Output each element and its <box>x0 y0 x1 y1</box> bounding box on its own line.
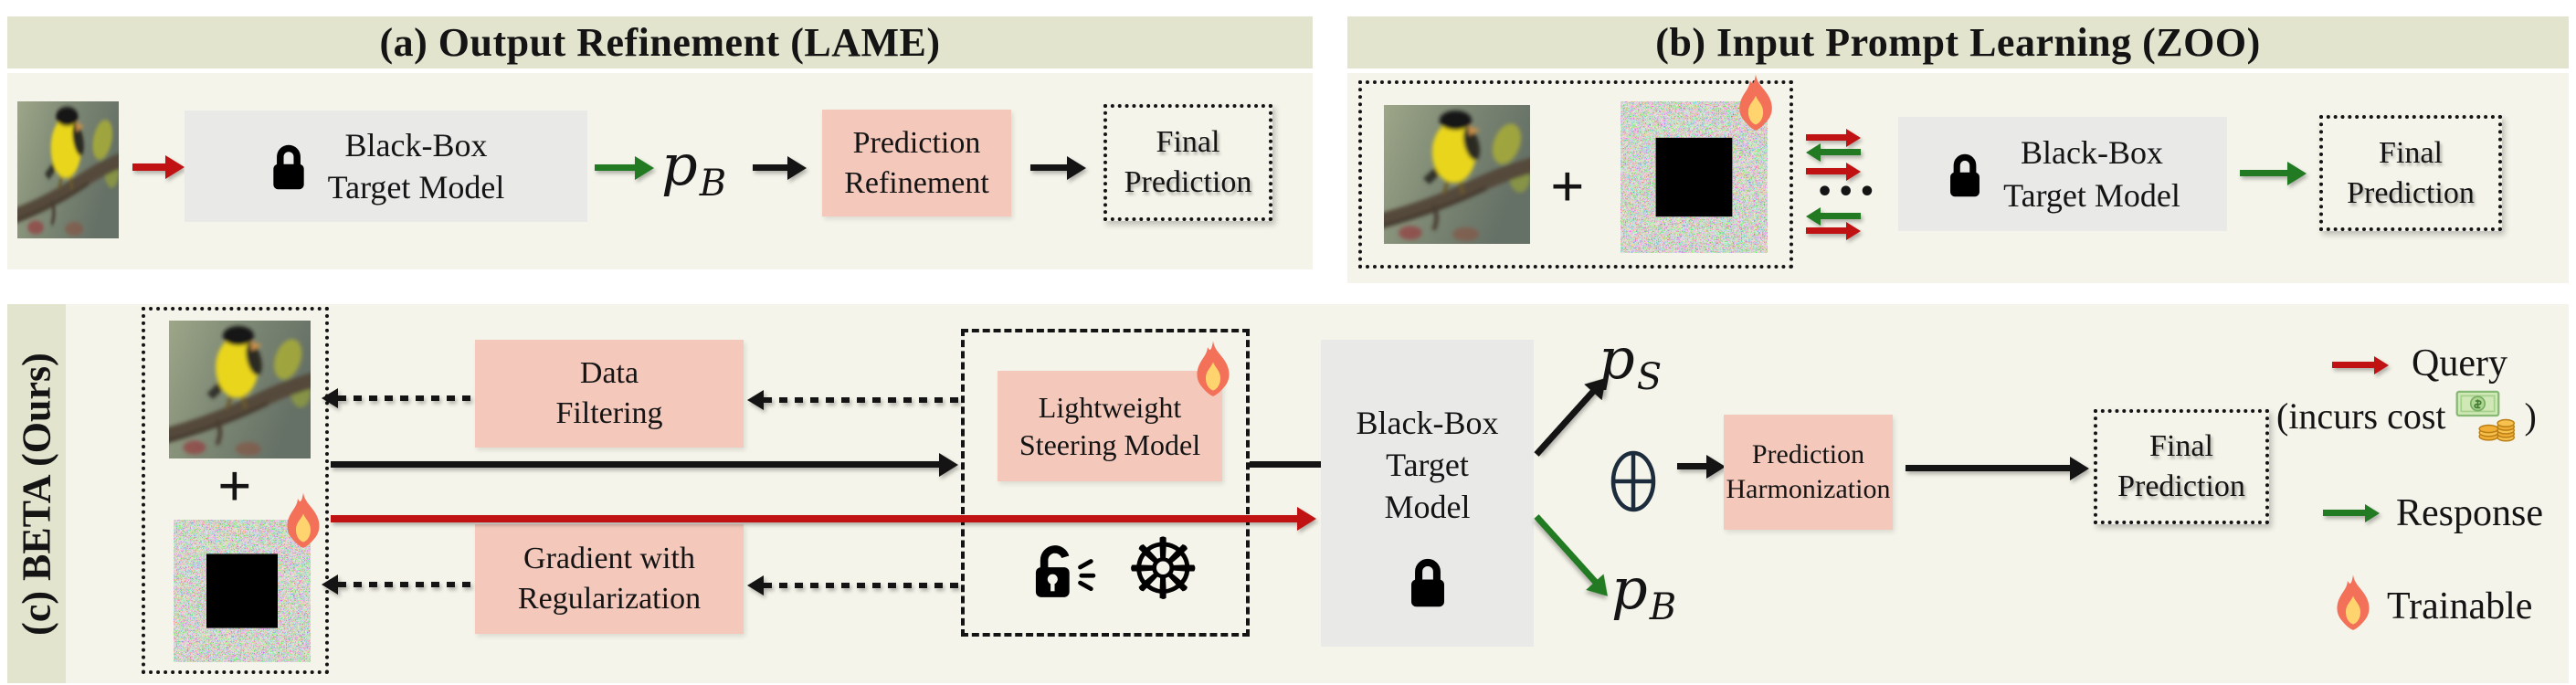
prediction-harmonization-label: Prediction Harmonization <box>1726 438 1891 504</box>
input-flow-arrow <box>331 461 939 468</box>
lock-icon <box>1405 553 1451 610</box>
open-lock-icon <box>1032 541 1109 601</box>
flame-icon <box>1731 73 1780 132</box>
final-prediction-box-b: Final Prediction <box>2319 115 2502 231</box>
panel-b-title: (b) Input Prompt Learning (ZOO) <box>1655 20 2261 65</box>
helm-icon: ☸ <box>1125 521 1201 618</box>
money-icon <box>2455 389 2516 442</box>
plus-operator: + <box>217 453 252 520</box>
query-arrow <box>1806 168 1846 174</box>
black-box-target-model-a: Black-Box Target Model <box>185 111 587 222</box>
prediction-refinement-label: Prediction Refinement <box>844 125 989 200</box>
flame-icon <box>280 491 327 549</box>
legend-response-label: Response <box>2396 492 2543 534</box>
black-box-target-model-b: Black-Box Target Model <box>1898 117 2227 231</box>
query-arrow <box>1806 227 1846 234</box>
response-arrow <box>1821 149 1861 155</box>
flow-arrow <box>1677 463 1706 469</box>
ellipsis-dots: ••• <box>1816 176 1880 208</box>
prediction-harmonization-box: Prediction Harmonization <box>1724 415 1893 530</box>
query-arrow-long <box>331 515 1297 522</box>
dotted-feedback-arrow <box>764 583 961 588</box>
lock-icon <box>1945 149 1985 200</box>
p-b-symbol: p B <box>1611 555 1677 628</box>
bird-image <box>17 101 119 238</box>
plus-operator: + <box>1550 153 1585 220</box>
lock-icon <box>268 140 310 193</box>
legend-query-label: Query <box>2412 342 2507 385</box>
query-arrow <box>1806 134 1846 141</box>
response-arrow <box>595 164 635 171</box>
final-prediction-label: Final Prediction <box>1124 125 1252 199</box>
final-prediction-label: Final Prediction <box>2117 429 2245 503</box>
prompted-input-box <box>142 307 329 674</box>
dotted-feedback-arrow <box>338 395 475 401</box>
legend-query-arrow <box>2332 362 2374 368</box>
final-prediction-box-c: Final Prediction <box>2094 409 2269 524</box>
lightweight-steering-model-label: Lightweight Steering Model <box>1019 390 1201 461</box>
oplus-icon <box>1610 449 1657 513</box>
response-arrow <box>1821 213 1861 219</box>
dotted-feedback-arrow <box>764 397 961 403</box>
dotted-feedback-arrow <box>338 582 475 587</box>
response-arrow <box>2240 170 2287 176</box>
legend-cost-note: (incurs cost ) <box>2276 389 2537 442</box>
p-b-symbol: p B <box>661 132 727 205</box>
p-s-symbol: p S <box>1599 325 1663 398</box>
final-prediction-box-a: Final Prediction <box>1103 104 1272 221</box>
black-box-target-model-c: Black-Box Target Model <box>1321 340 1534 647</box>
data-filtering-box: Data Filtering <box>475 340 744 448</box>
prompted-input-box <box>1358 80 1793 269</box>
legend-response-arrow <box>2323 510 2365 516</box>
lightweight-steering-model-box: Lightweight Steering Model <box>998 371 1222 481</box>
black-box-label: Black-Box Target Model <box>2003 134 2180 214</box>
flow-arrow <box>753 164 787 171</box>
query-arrow <box>132 163 165 171</box>
connector-line <box>1250 461 1321 468</box>
flow-arrow <box>1906 465 2070 471</box>
panel-c-header: (c) BETA (Ours) <box>7 304 66 683</box>
panel-a-header: (a) Output Refinement (LAME) <box>7 16 1313 68</box>
bird-image <box>169 321 311 458</box>
black-box-label: Black-Box Target Model <box>1356 405 1499 526</box>
final-prediction-label: Final Prediction <box>2347 135 2475 210</box>
flame-icon <box>1189 340 1237 397</box>
gradient-regularization-label: Gradient with Regularization <box>517 542 702 616</box>
panel-a-title: (a) Output Refinement (LAME) <box>379 20 941 65</box>
steering-module-container <box>961 329 1250 637</box>
flow-arrow <box>1030 164 1067 171</box>
data-filtering-label: Data Filtering <box>555 356 663 430</box>
panel-b-header: (b) Input Prompt Learning (ZOO) <box>1347 16 2569 68</box>
flame-icon <box>2329 574 2377 631</box>
bird-image <box>1384 105 1530 244</box>
legend-trainable-label: Trainable <box>2387 585 2533 627</box>
panel-c-title: (c) BETA (Ours) <box>14 352 59 636</box>
prediction-refinement-box: Prediction Refinement <box>822 110 1011 216</box>
black-box-label: Black-Box Target Model <box>327 126 505 206</box>
gradient-regularization-box: Gradient with Regularization <box>475 524 744 634</box>
panel-c-body <box>7 304 2569 683</box>
